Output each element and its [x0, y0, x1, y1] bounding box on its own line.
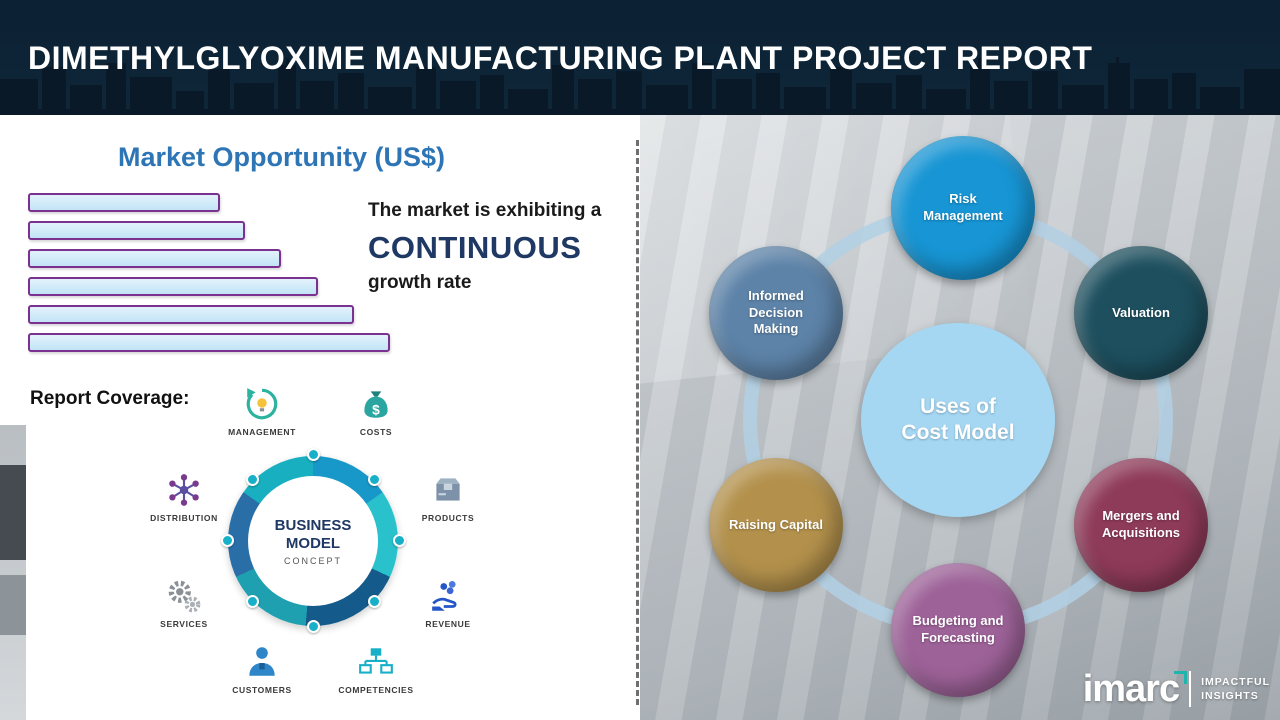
- satellite-label: Risk Management: [923, 191, 1003, 223]
- ring-node: [246, 595, 259, 608]
- svg-text:$: $: [372, 403, 380, 418]
- bm-item-services: SERVICES: [138, 577, 230, 629]
- photo-edge-dark-block: [0, 465, 26, 560]
- logo-divider: [1189, 671, 1192, 707]
- bm-item-revenue: REVENUE: [402, 577, 494, 629]
- satellite-mergers-acquisitions: Mergers and Acquisitions: [1074, 458, 1208, 592]
- bm-item-label: MANAGEMENT: [228, 427, 296, 437]
- competencies-icon: [357, 643, 395, 681]
- ring-node: [368, 473, 381, 486]
- services-icon: [165, 577, 203, 615]
- bm-item-label: PRODUCTS: [421, 513, 475, 523]
- satellite-label: Budgeting and Forecasting: [912, 613, 1004, 645]
- header-banner: DIMETHYLGLYOXIME MANUFACTURING PLANT PRO…: [0, 0, 1280, 115]
- market-opportunity-panel: Market Opportunity (US$) The market is e…: [0, 115, 640, 720]
- ring-node: [307, 448, 320, 461]
- bm-item-label: CUSTOMERS: [232, 685, 292, 695]
- distribution-icon: [165, 471, 203, 509]
- center-circle-line1: Uses of: [920, 394, 996, 418]
- bar: [28, 221, 246, 240]
- imarc-logo-text: imarc: [1082, 668, 1180, 710]
- bar: [28, 333, 390, 352]
- revenue-icon: [429, 577, 467, 615]
- satellite-informed-decision-making: Informed Decision Making: [709, 246, 843, 380]
- imarc-logo-wordmark: imarc: [1082, 668, 1188, 710]
- bar: [28, 193, 220, 212]
- market-opportunity-title: Market Opportunity (US$): [118, 142, 446, 172]
- bm-item-customers: CUSTOMERS: [216, 643, 308, 695]
- business-model-diagram: BUSINESS MODEL CONCEPT MANAGEMENT $ COST…: [90, 385, 530, 715]
- growth-highlight: CONTINUOUS: [368, 230, 582, 265]
- bar: [28, 305, 354, 324]
- growth-line1: The market is exhibiting a: [368, 200, 602, 221]
- bm-item-label: REVENUE: [425, 619, 471, 629]
- bm-item-management: MANAGEMENT: [216, 385, 308, 437]
- bm-item-label: COMPETENCIES: [338, 685, 414, 695]
- dashed-divider: [636, 140, 639, 705]
- satellite-budgeting-forecasting: Budgeting and Forecasting: [891, 563, 1025, 697]
- satellite-label: Raising Capital: [729, 516, 823, 532]
- bar: [28, 249, 282, 268]
- bm-center-line1: BUSINESS: [274, 516, 352, 534]
- bm-item-costs: $ COSTS: [330, 385, 422, 437]
- costs-icon: $: [357, 385, 395, 423]
- ring-node: [368, 595, 381, 608]
- cost-model-center-circle: Uses of Cost Model: [861, 323, 1055, 517]
- satellite-valuation: Valuation: [1074, 246, 1208, 380]
- bm-item-label: DISTRIBUTION: [150, 513, 218, 523]
- ring-node: [221, 534, 234, 547]
- center-circle-line2: Cost Model: [901, 421, 1015, 444]
- bm-center-line2: MODEL: [285, 534, 341, 552]
- business-model-center: BUSINESS MODEL CONCEPT: [248, 476, 378, 606]
- photo-edge-mid-block: [0, 575, 26, 635]
- satellite-raising-capital: Raising Capital: [709, 458, 843, 592]
- imarc-logo: imarc IMPACTFUL INSIGHTS: [1083, 670, 1270, 708]
- cost-model-panel: Uses of Cost Model Risk Management Valua…: [640, 115, 1280, 720]
- management-icon: [243, 385, 281, 423]
- satellite-risk-management: Risk Management: [891, 136, 1035, 280]
- satellite-label: Mergers and Acquisitions: [1101, 508, 1180, 540]
- products-icon: [429, 471, 467, 509]
- bar: [28, 277, 318, 296]
- market-opportunity-bar-chart: [28, 193, 390, 361]
- growth-line2: growth rate: [368, 272, 472, 293]
- ring-node: [246, 473, 259, 486]
- photo-edge-strip: [0, 425, 26, 720]
- logo-tagline: IMPACTFUL INSIGHTS: [1201, 675, 1270, 703]
- bm-item-distribution: DISTRIBUTION: [138, 471, 230, 523]
- satellite-label: Informed Decision Making: [748, 287, 804, 337]
- customers-icon: [243, 643, 281, 681]
- growth-statement: The market is exhibiting a CONTINUOUS gr…: [368, 200, 630, 294]
- logo-tagline-line2: INSIGHTS: [1201, 690, 1259, 702]
- satellite-label: Valuation: [1112, 304, 1170, 320]
- bm-center-line3: CONCEPT: [283, 555, 342, 566]
- imarc-logo-accent: [1174, 671, 1188, 684]
- bm-item-competencies: COMPETENCIES: [330, 643, 422, 695]
- ring-node: [393, 534, 406, 547]
- logo-tagline-line1: IMPACTFUL: [1201, 675, 1270, 688]
- page-title: DIMETHYLGLYOXIME MANUFACTURING PLANT PRO…: [28, 40, 1093, 76]
- bm-item-label: SERVICES: [160, 619, 208, 629]
- city-skyline-silhouette: [0, 57, 1280, 115]
- report-coverage-label: Report Coverage:: [30, 388, 190, 409]
- bm-item-label: COSTS: [359, 427, 393, 437]
- bm-item-products: PRODUCTS: [402, 471, 494, 523]
- ring-node: [307, 620, 320, 633]
